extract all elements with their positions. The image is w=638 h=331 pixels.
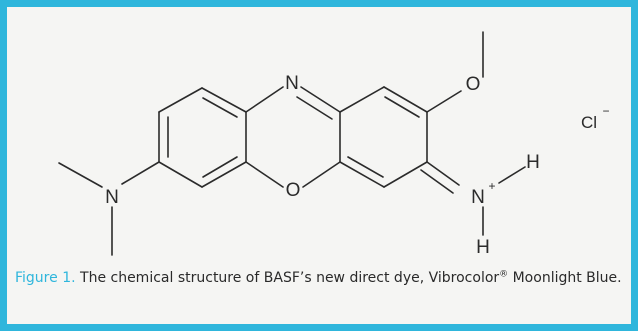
chemical-structure-diagram: N O O N N + H H Cl − bbox=[58, 31, 610, 258]
atom-labels: N O O N N + H H Cl − bbox=[105, 73, 609, 258]
bond-right-ring-2 bbox=[383, 86, 428, 113]
counterion-cl: Cl bbox=[581, 113, 597, 132]
figure-caption: Figure 1. The chemical structure of BASF… bbox=[15, 270, 625, 287]
bond-center-ring-4 bbox=[302, 161, 341, 188]
bond-right-ring-4 bbox=[383, 161, 428, 188]
bond-left-ring-4 bbox=[158, 161, 203, 188]
bond-center-ring-5 bbox=[245, 161, 284, 188]
bond-right-ring-5-double bbox=[347, 156, 384, 178]
bond-left-ring-3 bbox=[201, 161, 247, 188]
figure-label: Figure 1. bbox=[15, 270, 76, 286]
bond-ring-to-amine-n bbox=[121, 161, 160, 185]
bond-ring-to-imine-n bbox=[426, 161, 460, 186]
atom-h-right: H bbox=[526, 152, 540, 173]
atom-o-ring: O bbox=[286, 180, 301, 201]
atom-n-amine: N bbox=[105, 187, 119, 208]
bond-center-ring-2-double bbox=[296, 96, 333, 120]
bond-right-ring-1 bbox=[339, 86, 385, 113]
counterion-charge: − bbox=[602, 104, 609, 118]
atom-n-imine: N bbox=[471, 187, 485, 208]
figure-panel: N O O N N + H H Cl − Figure 1. The chemi… bbox=[7, 7, 631, 324]
bond-right-ring-2-double bbox=[384, 96, 420, 118]
atom-n-top: N bbox=[285, 73, 299, 94]
bond-left-ring-inner-a bbox=[202, 97, 238, 118]
bond-ring-to-methoxy-o bbox=[426, 90, 462, 113]
bond-left-ring-inner-b bbox=[202, 156, 238, 178]
caption-text-before: The chemical structure of BASF’s new dir… bbox=[75, 270, 500, 286]
bond-amine-n-to-methyl-left bbox=[58, 162, 103, 188]
registered-mark: ® bbox=[499, 269, 509, 280]
bond-imine-n-to-h-right bbox=[498, 166, 526, 184]
atom-h-bottom: H bbox=[476, 237, 490, 258]
bond-ring-to-imine-n-double bbox=[420, 169, 454, 194]
bond-right-ring-5 bbox=[339, 161, 385, 188]
bond-center-ring-2 bbox=[300, 86, 341, 113]
atom-n-imine-charge: + bbox=[488, 179, 495, 193]
caption-text-after: Moonlight Blue. bbox=[508, 270, 622, 286]
bond-left-ring-6 bbox=[158, 87, 203, 113]
bond-center-ring-1 bbox=[245, 86, 284, 113]
atom-o-methoxy: O bbox=[466, 74, 481, 95]
bond-left-ring-1 bbox=[201, 87, 247, 113]
bonds bbox=[58, 31, 526, 256]
